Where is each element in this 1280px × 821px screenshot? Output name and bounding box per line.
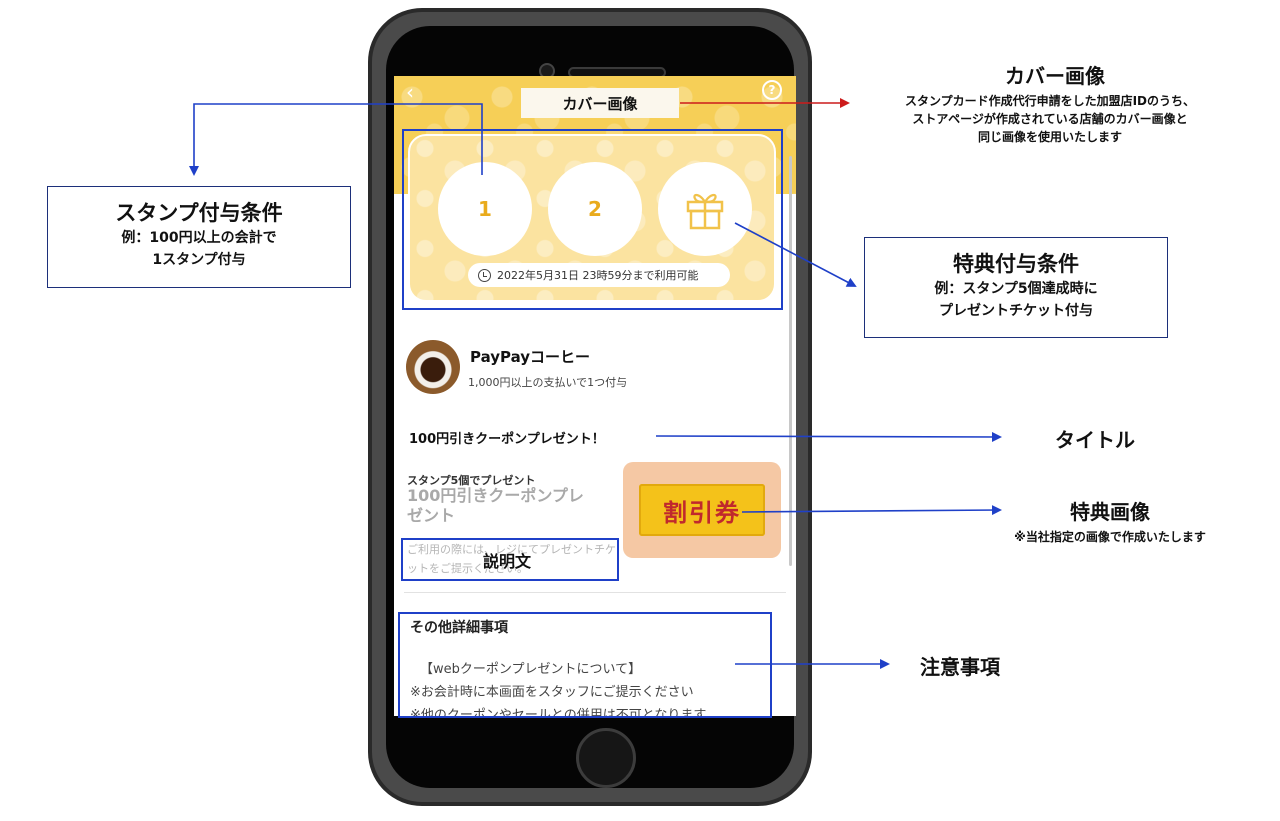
- store-avatar: [406, 340, 460, 394]
- reward-description: ご利用の際には、レジにてプレゼントチケットをご提示ください。: [407, 543, 616, 575]
- cover-callout-title: カバー画像: [1005, 64, 1105, 88]
- cover-image-label: カバー画像: [521, 88, 679, 118]
- description-highlight: [401, 538, 619, 581]
- notes-heading: その他詳細事項: [410, 620, 508, 636]
- stamp-slot-2: 2: [548, 162, 642, 256]
- question-circle-icon[interactable]: ?: [762, 80, 782, 100]
- reward-condition-callout: 特典付与条件 例：スタンプ5個達成時に プレゼントチケット付与: [864, 237, 1168, 338]
- reward-caption: スタンプ5個でプレゼント: [407, 474, 536, 487]
- cover-callout-line: 同じ画像を使用いたします: [977, 130, 1122, 144]
- notes-line: 【webクーポンプレゼントについて】: [420, 662, 642, 677]
- stamp-number: 1: [478, 197, 492, 221]
- title-callout: タイトル: [1055, 428, 1135, 452]
- stamp-condition-title: スタンプ付与条件: [115, 201, 283, 225]
- stamp-condition-callout: スタンプ付与条件 例：100円以上の会計で 1スタンプ付与: [47, 186, 351, 288]
- divider: [404, 592, 786, 593]
- notes-highlight: [398, 612, 772, 718]
- stamp-condition-line: 例：100円以上の会計で: [121, 230, 277, 246]
- reward-condition-line: プレゼントチケット付与: [939, 303, 1093, 319]
- description-label: 説明文: [483, 552, 532, 571]
- store-condition: 1,000円以上の支払いで1つ付与: [468, 376, 628, 389]
- scrollbar[interactable]: [789, 156, 792, 566]
- store-name: PayPayコーヒー: [470, 348, 591, 366]
- reward-title: 100円引きクーポンプレゼント！: [409, 432, 605, 447]
- reward-image: 割引券: [623, 462, 781, 558]
- stamp-condition-line: 1スタンプ付与: [152, 252, 246, 268]
- reward-condition-title: 特典付与条件: [953, 252, 1079, 276]
- reward-condition-line: 例：スタンプ5個達成時に: [934, 281, 1098, 297]
- reward-name: 100円引きクーポンプレゼント: [407, 486, 584, 525]
- stamp-card-highlight: [402, 129, 783, 310]
- home-button[interactable]: [576, 728, 636, 788]
- stamp-slot-1: 1: [438, 162, 532, 256]
- notes-callout: 注意事項: [920, 655, 1000, 679]
- cover-callout-line: スタンプカード作成代行申請をした加盟店IDのうち、: [904, 94, 1196, 108]
- notes-line: ※お会計時に本画面をスタッフにご提示ください: [410, 685, 694, 700]
- coupon-ticket: 割引券: [639, 484, 765, 536]
- clock-icon: [478, 268, 491, 282]
- gift-icon: [686, 193, 724, 230]
- expiry-pill: 2022年5月31日 23時59分まで利用可能: [468, 263, 730, 287]
- expiry-text: 2022年5月31日 23時59分まで利用可能: [497, 269, 699, 282]
- chevron-left-icon[interactable]: ‹: [406, 80, 414, 104]
- reward-image-callout-note: ※当社指定の画像で作成いたします: [1014, 530, 1206, 544]
- stamp-number: 2: [588, 197, 602, 221]
- reward-image-callout-title: 特典画像: [1070, 500, 1150, 524]
- notes-line: ※他のクーポンやセールとの併用は不可となります: [410, 708, 707, 716]
- cover-callout-line: ストアページが作成されている店舗のカバー画像と: [912, 112, 1188, 126]
- cover-callout-text: スタンプカード作成代行申請をした加盟店IDのうち、 ストアページが作成されている…: [850, 92, 1250, 146]
